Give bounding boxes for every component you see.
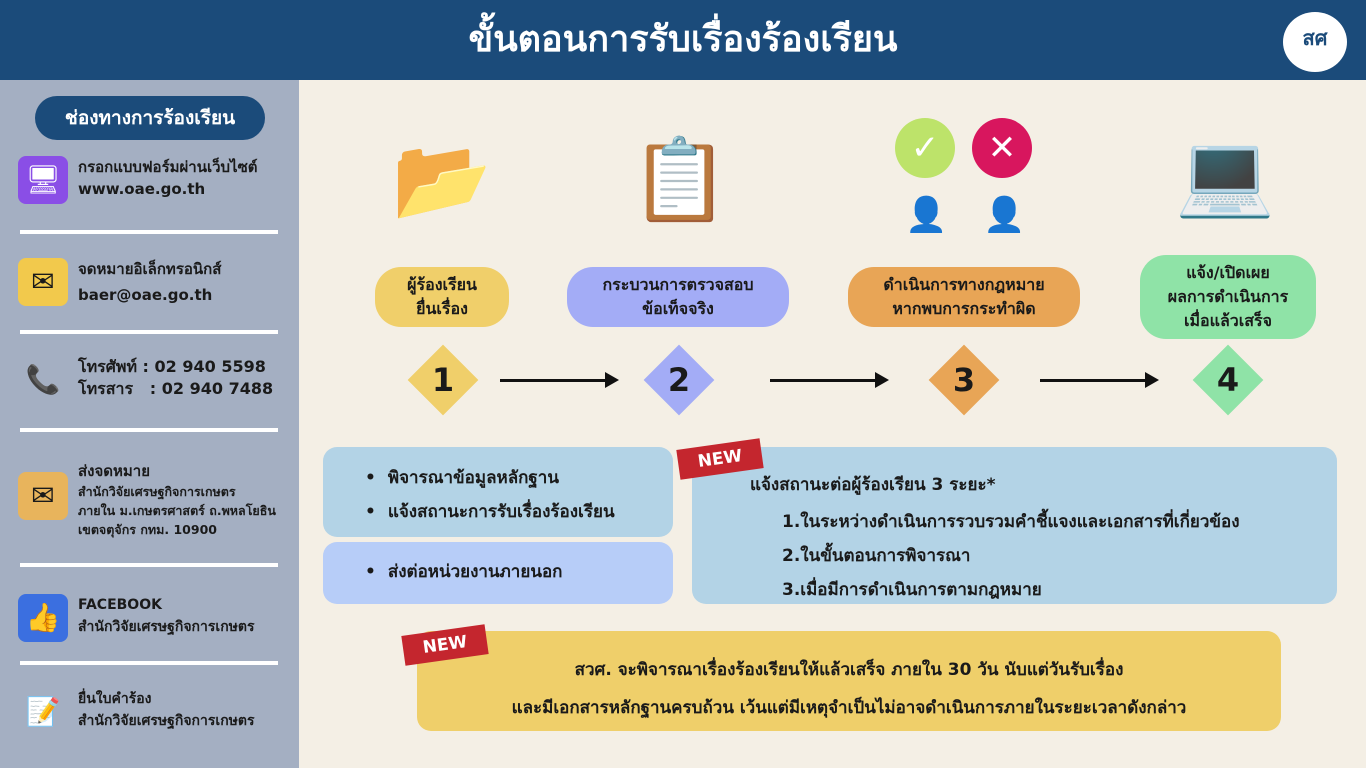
- review-box: พิจารณาข้อมูลหลักฐานแจ้งสถานะการรับเรื่อ…: [323, 447, 673, 537]
- divider: [20, 230, 278, 234]
- oae-logo: สศ: [1283, 12, 1347, 72]
- bullet-item: ส่งต่อหน่วยงานภายนอก: [365, 558, 673, 585]
- deadline-text: และมีเอกสารหลักฐานครบถ้วน เว้นแต่มีเหตุจ…: [511, 698, 1187, 718]
- deadline-box: สวศ. จะพิจารณาเรื่องร้องเรียนให้แล้วเสร็…: [417, 631, 1281, 731]
- channel-label: จดหมายอิเล็กทรอนิกส์: [78, 260, 222, 278]
- status-box: แจ้งสถานะต่อผู้ร้องเรียน 3 ระยะ* 1.ในระห…: [692, 447, 1337, 604]
- deadline-text: สวศ. จะพิจารณาเรื่องร้องเรียนให้แล้วเสร็…: [574, 660, 1124, 680]
- divider: [20, 330, 278, 334]
- document-magnifier-icon: 📋: [630, 133, 730, 226]
- status-item: 1.ในระหว่างดำเนินการรวบรวมคำชี้แจงและเอก…: [782, 512, 1240, 532]
- step-4-number: 4: [1216, 361, 1240, 399]
- step-3-number: 3: [952, 361, 976, 399]
- petition-form-icon: 📝: [25, 695, 61, 728]
- header-bar: [0, 0, 1366, 80]
- bullet-item: แจ้งสถานะการรับเรื่องร้องเรียน: [365, 495, 673, 529]
- step-2-label: กระบวนการตรวจสอบข้อเท็จจริง: [567, 267, 789, 327]
- envelope-hands-icon: 📂: [392, 133, 492, 226]
- cross-icon: ✕: [972, 118, 1032, 178]
- channel-label: กรอกแบบฟอร์มผ่านเว็บไซต์: [78, 158, 258, 176]
- facebook-like-icon: 👍: [18, 594, 68, 642]
- forward-box: ส่งต่อหน่วยงานภายนอก: [323, 542, 673, 604]
- bullet-item: พิจารณาข้อมูลหลักฐาน: [365, 461, 673, 495]
- phone-icon: 📞: [25, 363, 61, 396]
- web-form-icon: 🖥: [18, 156, 68, 204]
- laptop-icon: 💻: [1175, 128, 1275, 221]
- address-line: ภายใน ม.เกษตรศาสตร์ ถ.พหลโยธิน: [78, 503, 276, 518]
- divider: [20, 661, 278, 665]
- step-4-label: แจ้ง/เปิดเผยผลการดำเนินการเมื่อแล้วเสร็จ: [1140, 255, 1316, 339]
- email-link[interactable]: baer@oae.go.th: [78, 286, 213, 304]
- divider: [20, 563, 278, 567]
- website-link[interactable]: www.oae.go.th: [78, 180, 206, 198]
- step-1-number: 1: [431, 361, 455, 399]
- person-icon: 👤: [905, 195, 948, 235]
- channel-label: ยื่นใบคำร้อง: [78, 691, 152, 707]
- step-3-label: ดำเนินการทางกฎหมายหากพบการกระทำผิด: [848, 267, 1080, 327]
- address-line: เขตจตุจักร กทม. 10900: [78, 522, 217, 537]
- sidebar-title: ช่องทางการร้องเรียน: [35, 96, 265, 140]
- fax-number: โทรสาร : 02 940 7488: [78, 379, 274, 398]
- channel-org: สำนักวิจัยเศรษฐกิจการเกษตร: [78, 713, 255, 729]
- arrow-right-icon: [500, 372, 619, 388]
- check-icon: ✓: [895, 118, 955, 178]
- status-item: 3.เมื่อมีการดำเนินการตามกฎหมาย: [782, 580, 1042, 600]
- mail-envelope-icon: ✉: [18, 472, 68, 520]
- page-title: ขั้นตอนการรับเรื่องร้องเรียน: [468, 19, 898, 60]
- person-icon: 👤: [983, 195, 1026, 235]
- address-line: สำนักวิจัยเศรษฐกิจการเกษตร: [78, 484, 236, 499]
- step-1-label: ผู้ร้องเรียนยื่นเรื่อง: [375, 267, 509, 327]
- channel-label: ส่งจดหมาย: [78, 462, 150, 480]
- facebook-page[interactable]: สำนักวิจัยเศรษฐกิจการเกษตร: [78, 619, 255, 635]
- email-icon: ✉: [18, 258, 68, 306]
- status-title: แจ้งสถานะต่อผู้ร้องเรียน 3 ระยะ*: [750, 475, 996, 495]
- divider: [20, 428, 278, 432]
- phone-number: โทรศัพท์ : 02 940 5598: [78, 357, 266, 376]
- channel-label: FACEBOOK: [78, 597, 162, 613]
- arrow-right-icon: [1040, 372, 1159, 388]
- arrow-right-icon: [770, 372, 889, 388]
- step-2-number: 2: [667, 361, 691, 399]
- status-item: 2.ในขั้นตอนการพิจารณา: [782, 546, 971, 566]
